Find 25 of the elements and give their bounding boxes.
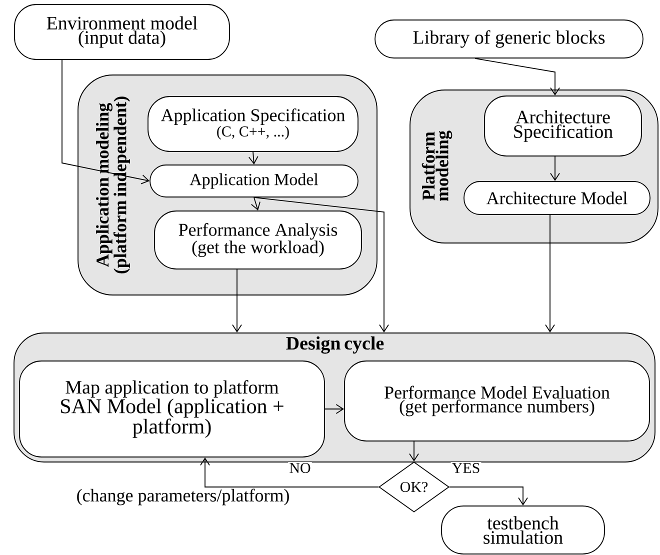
edge-label: YES: [450, 462, 482, 474]
arrow: [250, 197, 260, 211]
rounded-box: Library of generic blocks: [374, 20, 644, 58]
rounded-box: Architecture Specification: [484, 96, 642, 156]
arrow: [409, 441, 419, 462]
arrow: [550, 156, 560, 182]
arrow: [62, 60, 150, 184]
arrow: [232, 269, 242, 333]
arrow: [545, 214, 555, 333]
rounded-box: Architecture Model: [464, 181, 650, 215]
rounded-box: Performance Model Evaluation (get performance numbers): [344, 360, 650, 442]
rounded-box: Map application to platform SAN Model (application + platform): [19, 360, 325, 458]
arrow: [248, 152, 258, 165]
arrow: [449, 486, 528, 506]
rounded-box: Application Specification (C, C++, ...): [148, 96, 358, 152]
rounded-box: Performance Analysis (get the workload): [154, 210, 362, 270]
edge-label: NO: [288, 462, 312, 474]
arrow: [200, 457, 379, 488]
rounded-box: Environment model (input data): [14, 4, 230, 60]
rounded-box: Application Model: [150, 164, 358, 198]
arrow: [254, 197, 389, 333]
rounded-box: testbench simulation: [441, 506, 605, 554]
note-text: (change parameters/platform): [77, 488, 289, 506]
arrow: [474, 58, 560, 96]
arrow: [324, 404, 344, 414]
